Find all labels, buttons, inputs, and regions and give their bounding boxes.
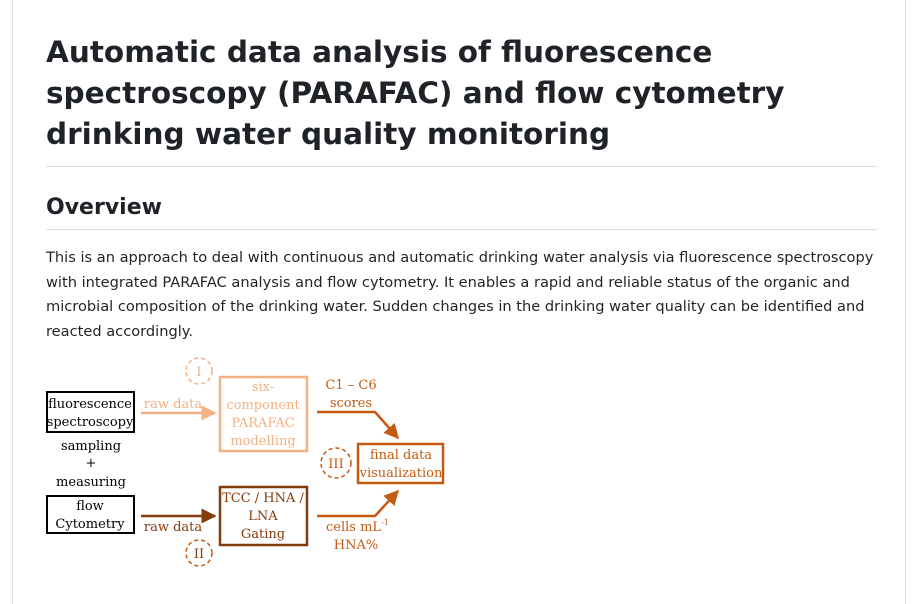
scores-label: C1 – C6 scores: [325, 378, 376, 411]
fluorescence-label: fluorescence: [48, 397, 132, 412]
raw-data-arrow-top: raw data: [141, 397, 217, 421]
svg-text:cells mL-1: cells mL-1: [326, 518, 389, 535]
raw-data-arrow-bottom: raw data: [141, 508, 217, 535]
svg-text:I: I: [196, 365, 201, 380]
final-visualization-box: final data visualization: [356, 442, 445, 485]
svg-text:Cytometry: Cytometry: [55, 517, 125, 532]
svg-text:scores: scores: [330, 396, 372, 411]
page-title: Automatic data analysis of fluorescence …: [46, 32, 877, 167]
svg-text:measuring: measuring: [56, 475, 126, 490]
svg-text:visualization: visualization: [359, 466, 443, 481]
scores-arrow: [317, 410, 399, 440]
svg-text:flow: flow: [76, 499, 104, 514]
svg-text:raw data: raw data: [144, 397, 203, 412]
svg-text:TCC / HNA /: TCC / HNA /: [222, 491, 304, 506]
flow-cytometry-box: flow Cytometry: [46, 495, 135, 534]
workflow-diagram: fluorescence spectroscopy sampling + mea…: [40, 350, 460, 575]
fluorescence-box: fluorescence spectroscopy: [46, 391, 135, 433]
svg-text:final data: final data: [370, 448, 432, 463]
parafac-box: six- component PARAFAC modelling: [218, 375, 309, 453]
svg-text:II: II: [194, 547, 204, 562]
step-3-marker: III: [320, 447, 352, 479]
workflow-diagram-svg: fluorescence spectroscopy sampling + mea…: [46, 357, 445, 567]
svg-text:raw data: raw data: [144, 520, 203, 535]
sampling-measuring-text: sampling + measuring: [56, 439, 126, 490]
right-border: [905, 0, 906, 604]
svg-text:C1 – C6: C1 – C6: [325, 378, 376, 393]
gating-box: TCC / HNA / LNA Gating: [218, 485, 309, 547]
svg-text:+: +: [86, 456, 97, 471]
svg-text:LNA: LNA: [248, 509, 278, 524]
cells-label: cells mL-1 HNA%: [326, 518, 389, 553]
svg-text:PARAFAC: PARAFAC: [231, 416, 294, 431]
left-border: [12, 0, 13, 604]
svg-text:modelling: modelling: [230, 434, 295, 449]
spectroscopy-label: spectroscopy: [47, 415, 134, 430]
svg-text:HNA%: HNA%: [334, 538, 378, 553]
overview-heading: Overview: [46, 193, 877, 230]
svg-text:Gating: Gating: [241, 527, 285, 542]
step-2-marker: II: [185, 539, 213, 567]
readme-content: Automatic data analysis of fluorescence …: [46, 0, 877, 344]
svg-text:sampling: sampling: [61, 439, 121, 454]
step-1-marker: I: [185, 357, 213, 385]
overview-paragraph: This is an approach to deal with continu…: [46, 249, 874, 340]
svg-text:six-: six-: [252, 380, 274, 395]
svg-text:III: III: [328, 457, 343, 472]
svg-text:component: component: [226, 398, 300, 413]
cells-arrow: [317, 489, 400, 518]
